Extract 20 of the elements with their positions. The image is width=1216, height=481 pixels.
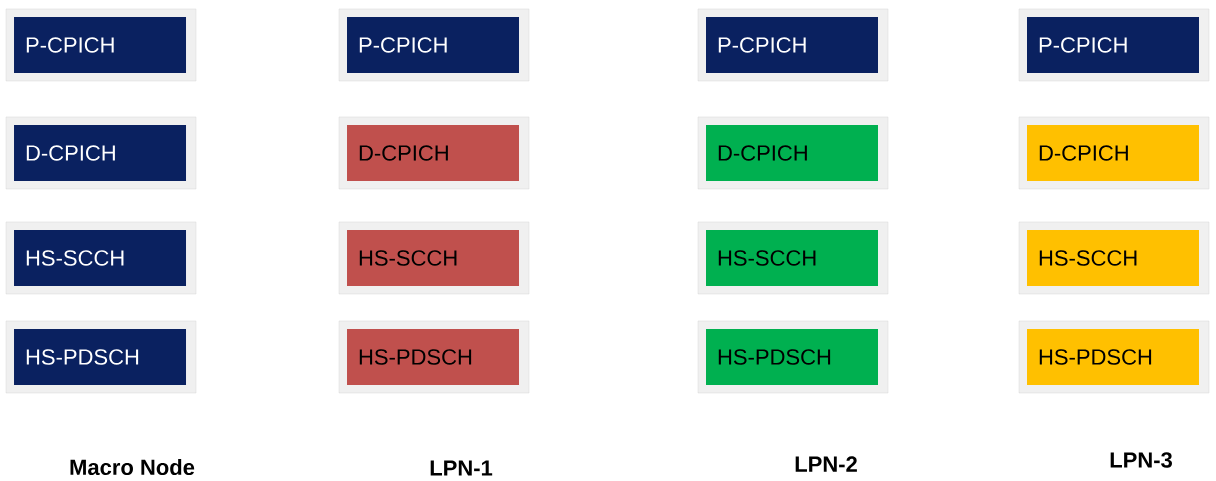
channel-box: HS-PDSCH xyxy=(5,320,197,394)
channel-box: HS-SCCH xyxy=(5,221,197,295)
channel-box: HS-SCCH xyxy=(1018,221,1210,295)
channel-box: HS-SCCH xyxy=(338,221,530,295)
column-label: LPN-2 xyxy=(795,456,857,472)
column-label: LPN-3 xyxy=(1110,452,1172,468)
channel-box: P-CPICH xyxy=(1018,8,1210,82)
channel-box: HS-PDSCH xyxy=(338,320,530,394)
channel-box: P-CPICH xyxy=(338,8,530,82)
channel-box: D-CPICH xyxy=(5,116,197,190)
channel-box: D-CPICH xyxy=(338,116,530,190)
channel-box: D-CPICH xyxy=(697,116,889,190)
channel-box: HS-PDSCH xyxy=(697,320,889,394)
channel-box: P-CPICH xyxy=(5,8,197,82)
channel-box: HS-PDSCH xyxy=(1018,320,1210,394)
column-label: LPN-1 xyxy=(430,460,493,476)
channel-box: D-CPICH xyxy=(1018,116,1210,190)
column-label: Macro Node xyxy=(70,458,195,476)
channel-box: HS-SCCH xyxy=(697,221,889,295)
channel-box: P-CPICH xyxy=(697,8,889,82)
